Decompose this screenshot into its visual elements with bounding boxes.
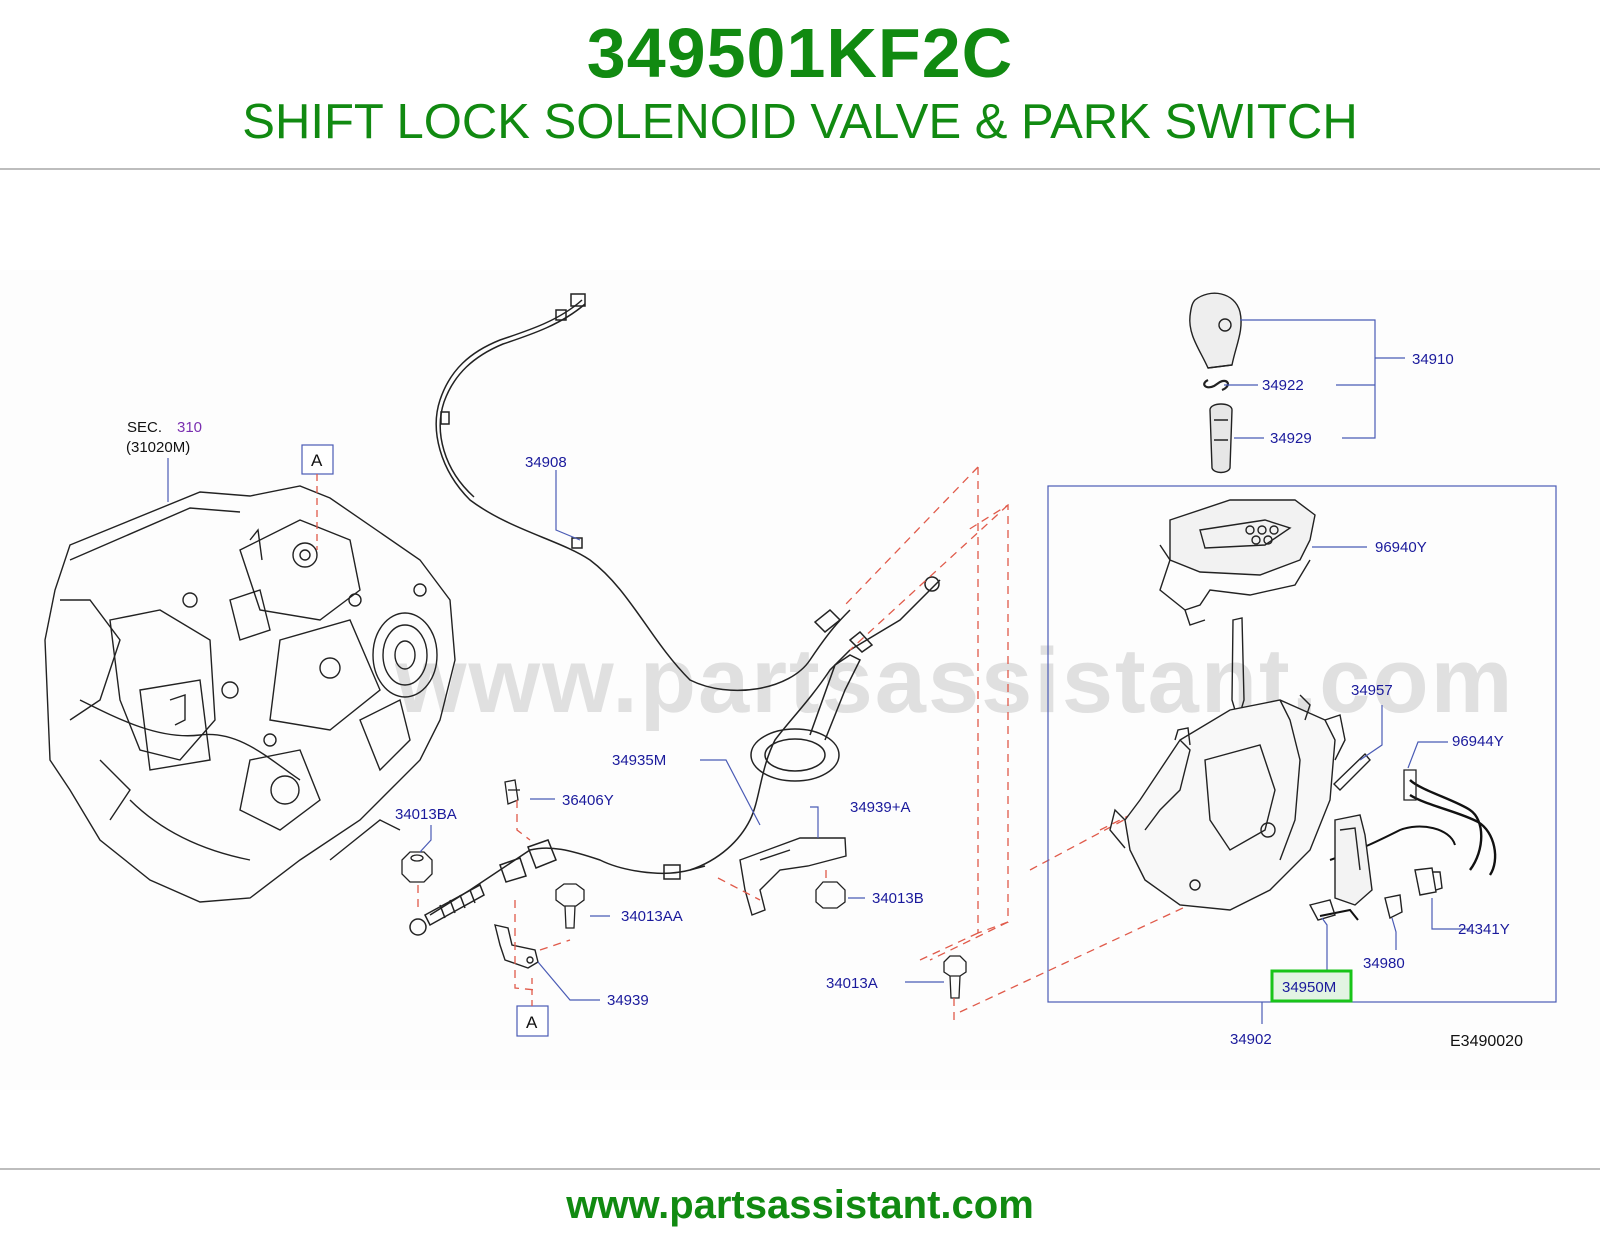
nut-34013ba <box>401 851 433 883</box>
callout-96944y[interactable]: 96944Y <box>1452 733 1504 750</box>
watermark: www.partsassistant.com <box>394 630 1514 732</box>
switch-34980 <box>1384 894 1403 920</box>
callout-34922[interactable]: 34922 <box>1262 377 1304 394</box>
callout-34950m[interactable]: 34950M <box>1282 979 1336 996</box>
highlight-box <box>1270 969 1353 1003</box>
ref-marker-box <box>301 444 334 475</box>
diagram-canvas: www.partsassistant.com <box>44 292 1557 1050</box>
bracket-34939a <box>739 837 847 916</box>
callout-34929[interactable]: 34929 <box>1270 430 1312 447</box>
footer-divider <box>0 1168 1600 1170</box>
clip-36406y <box>504 779 520 805</box>
callout-34013ba[interactable]: 34013BA <box>395 806 457 823</box>
page-header: 349501KF2C SHIFT LOCK SOLENOID VALVE & P… <box>0 0 1600 168</box>
bolt-34013aa <box>555 883 585 929</box>
ref-marker-label: A <box>311 451 323 470</box>
diagram-code: E3490020 <box>1450 1033 1523 1050</box>
leader-lines <box>419 319 1470 1024</box>
callout-34939[interactable]: 34939 <box>607 992 649 1009</box>
shifter-base <box>1109 617 1346 911</box>
callout-24341y[interactable]: 24341Y <box>1458 921 1510 938</box>
callout-34939a[interactable]: 34939+A <box>850 799 910 816</box>
callout-34980[interactable]: 34980 <box>1363 955 1405 972</box>
callout-34910[interactable]: 34910 <box>1412 351 1454 368</box>
callout-34935m[interactable]: 34935M <box>612 752 666 769</box>
callout-34013a[interactable]: 34013A <box>826 975 878 992</box>
callout-34957[interactable]: 34957 <box>1351 682 1393 699</box>
ref-marker-label-bottom: A <box>526 1013 538 1032</box>
connector-96944y <box>1403 769 1417 801</box>
indicator-console <box>1159 499 1316 626</box>
connector-24341y <box>1414 867 1443 896</box>
callout-34013aa[interactable]: 34013AA <box>621 908 683 925</box>
callout-34902[interactable]: 34902 <box>1230 1031 1272 1048</box>
construction-lines <box>417 466 1201 1022</box>
callout-34013b[interactable]: 34013B <box>872 890 924 907</box>
shift-cable <box>409 293 941 936</box>
footer-url[interactable]: www.partsassistant.com <box>566 1183 1034 1227</box>
part-title: SHIFT LOCK SOLENOID VALVE & PARK SWITCH <box>242 95 1358 149</box>
callout-96940y[interactable]: 96940Y <box>1375 539 1427 556</box>
callout-labels: 34908 34935M 36406Y 34013BA 34939+A 3401… <box>395 351 1523 1050</box>
rod-34957 <box>1333 752 1371 791</box>
shift-knob <box>1189 292 1242 474</box>
section-link[interactable]: 310 <box>177 419 202 436</box>
ref-marker-box-bottom <box>516 1005 549 1037</box>
header-divider <box>0 168 1600 170</box>
callout-36406y[interactable]: 36406Y <box>562 792 614 809</box>
section-sub: (31020M) <box>126 439 190 456</box>
parts-diagram: www.partsassistant.com <box>0 270 1600 1090</box>
transmission-assembly <box>44 485 456 903</box>
nut-34013b <box>815 881 846 909</box>
shift-lock-solenoid <box>1308 814 1373 921</box>
section-prefix: SEC. <box>127 419 162 436</box>
bracket-34939 <box>494 924 539 969</box>
part-number: 349501KF2C <box>586 14 1014 92</box>
callout-34908[interactable]: 34908 <box>525 454 567 471</box>
bolt-34013a <box>943 955 967 999</box>
